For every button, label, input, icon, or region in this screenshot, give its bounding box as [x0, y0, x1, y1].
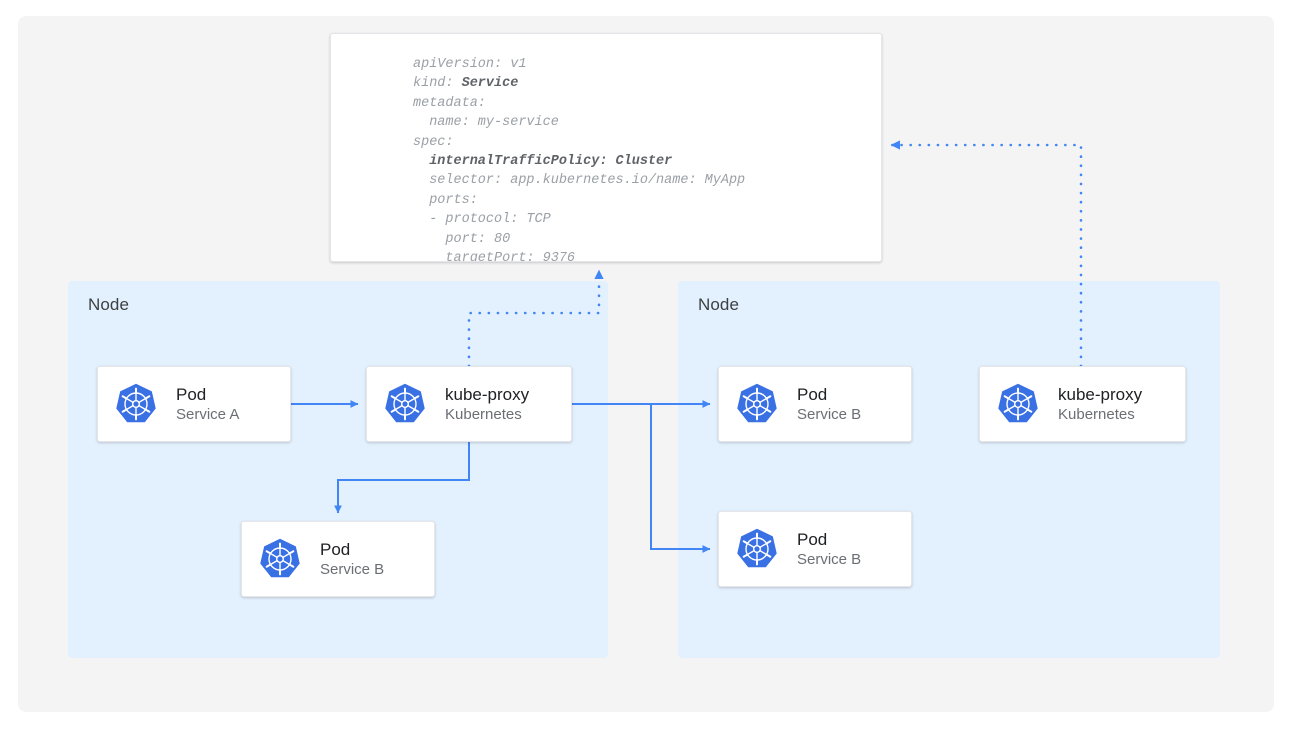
card-pod-service-b-right-node-bottom[interactable]: Pod Service B [718, 511, 912, 587]
card-title: kube-proxy [1058, 384, 1142, 406]
card-text: Pod Service B [797, 384, 861, 425]
kubernetes-icon [258, 537, 302, 581]
kubernetes-icon [996, 382, 1040, 426]
card-title: Pod [320, 539, 384, 561]
card-title: Pod [797, 384, 861, 406]
card-text: Pod Service B [320, 539, 384, 580]
card-subtitle: Kubernetes [1058, 405, 1142, 424]
card-pod-service-a[interactable]: Pod Service A [97, 366, 291, 442]
card-subtitle: Kubernetes [445, 405, 529, 424]
node-label-right: Node [698, 295, 739, 315]
card-kube-proxy-right[interactable]: kube-proxy Kubernetes [979, 366, 1186, 442]
card-title: Pod [176, 384, 239, 406]
kubernetes-icon [383, 382, 427, 426]
card-subtitle: Service B [797, 405, 861, 424]
card-pod-service-b-right-node-top[interactable]: Pod Service B [718, 366, 912, 442]
card-text: Pod Service A [176, 384, 239, 425]
card-title: Pod [797, 529, 861, 551]
card-subtitle: Service B [797, 550, 861, 569]
card-kube-proxy-left[interactable]: kube-proxy Kubernetes [366, 366, 572, 442]
node-container-right: Node [678, 281, 1220, 658]
card-title: kube-proxy [445, 384, 529, 406]
kubernetes-icon [735, 382, 779, 426]
card-pod-service-b-left-node[interactable]: Pod Service B [241, 521, 435, 597]
kubernetes-icon [735, 527, 779, 571]
card-subtitle: Service B [320, 560, 384, 579]
service-manifest-code: apiVersion: v1 kind: Service metadata: n… [413, 55, 745, 262]
card-text: kube-proxy Kubernetes [445, 384, 529, 425]
node-label-left: Node [88, 295, 129, 315]
card-subtitle: Service A [176, 405, 239, 424]
node-container-left: Node [68, 281, 608, 658]
card-text: Pod Service B [797, 529, 861, 570]
card-text: kube-proxy Kubernetes [1058, 384, 1142, 425]
service-manifest-box: apiVersion: v1 kind: Service metadata: n… [330, 33, 882, 262]
kubernetes-icon [114, 382, 158, 426]
